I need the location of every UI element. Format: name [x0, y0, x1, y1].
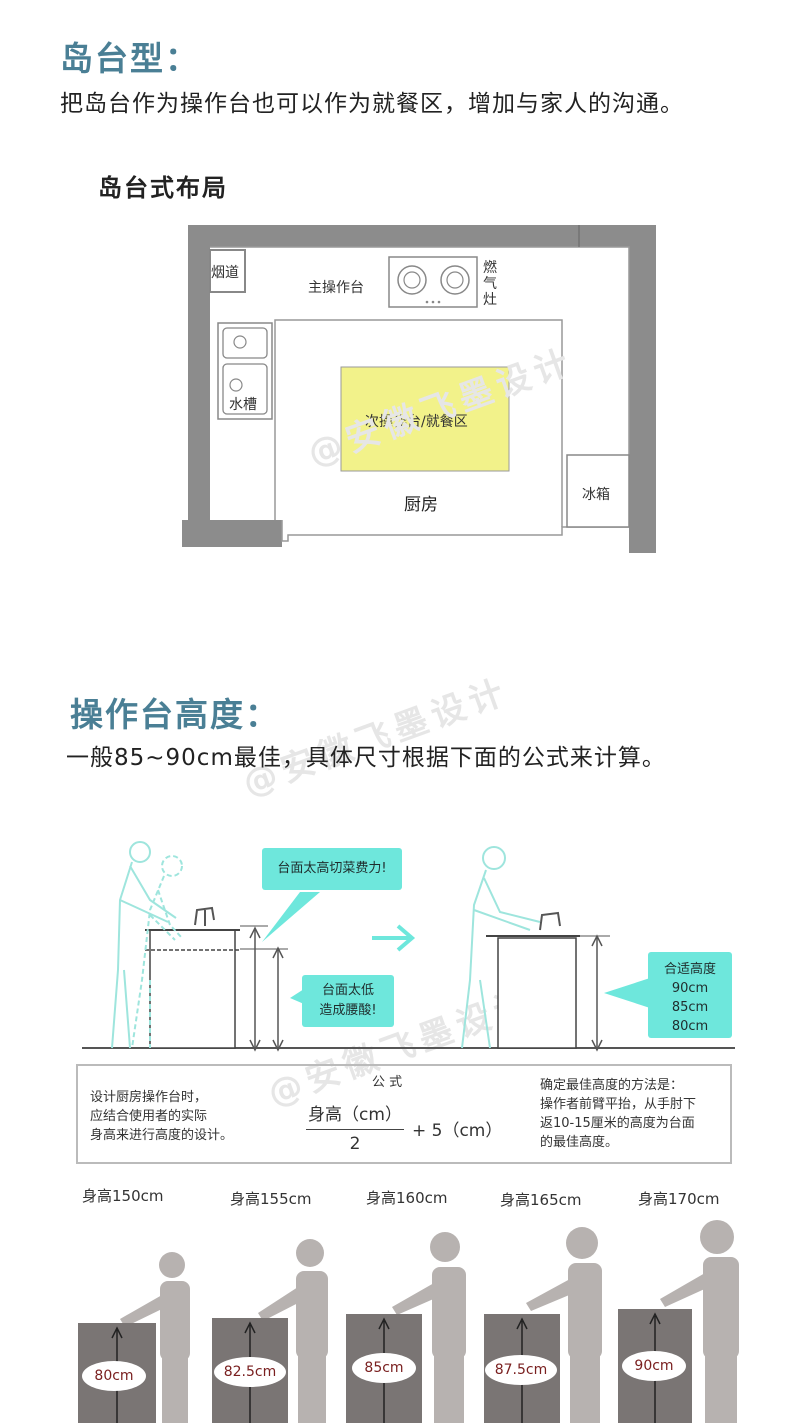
transition-arrow — [372, 924, 416, 952]
formula-right-line-4: 的最佳高度。 — [540, 1135, 619, 1150]
figure-160 — [346, 1232, 466, 1423]
sink — [217, 322, 273, 420]
suitable-height-title: 合适高度 — [663, 962, 716, 977]
fridge-label: 冰箱 — [582, 487, 610, 503]
stove-label: 燃气灶 — [483, 260, 497, 308]
formula-left-line-1: 设计厨房操作台时， — [90, 1090, 208, 1105]
formula-box — [76, 1064, 732, 1164]
too-low-line-2: 造成腰酸! — [319, 1003, 377, 1018]
counter-height-82-5: 82.5cm — [214, 1357, 286, 1387]
suitable-height-80: 80cm — [671, 1019, 709, 1034]
counter-height-87-5: 87.5cm — [485, 1355, 557, 1385]
figure-150 — [78, 1252, 190, 1423]
height-label-160: 身高160cm — [366, 1189, 448, 1207]
too-low-line-1: 台面太低 — [321, 983, 374, 998]
inner-counter-edge — [274, 319, 563, 527]
suitable-height-85: 85cm — [671, 1000, 709, 1015]
height-section-title: 操作台高度： — [70, 695, 280, 734]
kitchen-walls — [182, 225, 656, 553]
formula-numerator: 身高（cm） — [308, 1105, 402, 1125]
right-counter — [497, 937, 577, 1049]
suitable-height-bubble: 合适高度 90cm 85cm 80cm — [648, 952, 732, 1038]
too-high-bubble: 台面太高切菜费力! — [262, 848, 402, 890]
height-label-150: 身高150cm — [82, 1187, 164, 1205]
height-label-170: 身高170cm — [638, 1190, 720, 1208]
formula-right-text: 确定最佳高度的方法是： 操作者前臂平抬，从手肘下 返10-15厘米的高度为台面 … — [540, 1076, 696, 1152]
island-label: 次操作台/就餐区 — [365, 414, 468, 430]
height-comparison-figures — [78, 1220, 739, 1423]
sink-label: 水槽 — [229, 397, 257, 413]
formula-fraction-bar — [306, 1129, 404, 1130]
layout-title: 岛台式布局 — [98, 174, 228, 202]
figure-170 — [618, 1220, 739, 1423]
flue-label: 烟道 — [211, 265, 239, 281]
formula-title: 公 式 — [372, 1075, 403, 1090]
figure-155 — [212, 1239, 328, 1423]
fridge — [566, 454, 630, 528]
bubble-tail-high — [262, 892, 320, 942]
stove — [388, 256, 478, 308]
formula-left-line-2: 应结合使用者的实际 — [90, 1109, 208, 1124]
formula-left-line-3: 身高来进行高度的设计。 — [90, 1128, 234, 1143]
figure-165 — [484, 1227, 602, 1423]
island-section-description: 把岛台作为操作台也可以作为就餐区，增加与家人的沟通。 — [60, 91, 684, 117]
formula-left-text: 设计厨房操作台时， 应结合使用者的实际 身高来进行高度的设计。 — [90, 1088, 233, 1145]
height-label-165: 身高165cm — [500, 1191, 582, 1209]
short-person-figure — [131, 855, 183, 1049]
too-low-bubble: 台面太低 造成腰酸! — [302, 975, 394, 1027]
formula-right-line-3: 返10-15厘米的高度为台面 — [540, 1116, 695, 1131]
formula-right-line-2: 操作者前臂平抬，从手肘下 — [540, 1097, 697, 1112]
left-counter — [149, 929, 236, 1049]
main-counter-label: 主操作台 — [308, 280, 364, 296]
counter-outline — [210, 246, 630, 542]
suitable-height-90: 90cm — [671, 981, 709, 996]
formula-plus-term: + 5（cm） — [412, 1121, 503, 1141]
formula-right-line-1: 确定最佳高度的方法是： — [540, 1078, 684, 1093]
tall-person-figure — [111, 841, 177, 1049]
kitchen-label: 厨房 — [404, 495, 438, 515]
island-section-title: 岛台型： — [60, 39, 200, 78]
island-counter — [340, 366, 510, 472]
height-label-155: 身高155cm — [230, 1190, 312, 1208]
kitchen-floor-plan — [182, 225, 656, 553]
formula-denominator: 2 — [349, 1134, 361, 1154]
flue-box — [209, 249, 246, 293]
ergonomics-illustration — [82, 841, 735, 1052]
counter-height-90: 90cm — [622, 1351, 686, 1381]
bubble-tail-suitable — [604, 978, 650, 1008]
ideal-person-figure — [461, 846, 541, 1049]
counter-height-80: 80cm — [82, 1361, 146, 1391]
counter-height-85: 85cm — [352, 1353, 416, 1383]
height-section-description: 一般85~90cm最佳，具体尺寸根据下面的公式来计算。 — [66, 745, 666, 771]
